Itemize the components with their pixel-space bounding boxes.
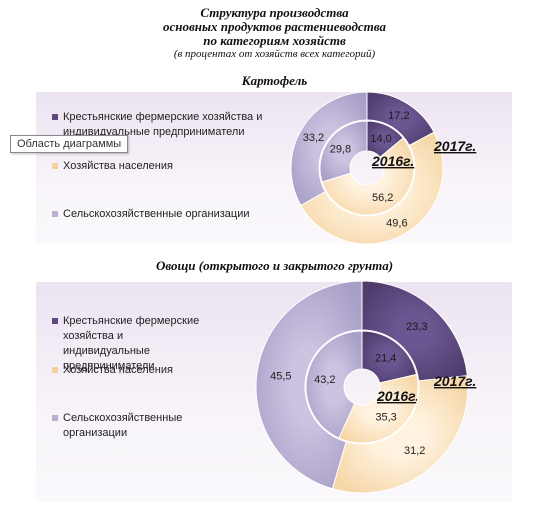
legend-label: Крестьянские фермерские хозяйства и инди… (63, 315, 200, 372)
chart-title-block: Структура производства основных продукто… (0, 6, 549, 61)
vegetables-chart-title: Овощи (открытого и закрытого грунта) (155, 258, 394, 273)
legend-label: Сельскохозяйственные организации (63, 208, 250, 220)
vegetables-legend-item-agri-orgs: Сельскохозяйственные организации (52, 411, 192, 441)
vegetables-legend: Крестьянские фермерские хозяйства и инди… (52, 282, 282, 502)
title-line-3: по категориям хозяйств (203, 33, 346, 48)
potato-legend-item-agri-orgs: Сельскохозяйственные организации (52, 207, 250, 222)
legend-swatch-agri-orgs (52, 211, 58, 217)
vegetables-legend-item-households: Хозяйства населения (52, 363, 173, 378)
legend-label: Хозяйства населения (63, 364, 173, 376)
legend-label: Сельскохозяйственные организации (63, 412, 183, 439)
legend-swatch-farm (52, 318, 58, 324)
legend-swatch-agri-orgs (52, 415, 58, 421)
chart-area-tooltip: Область диаграммы (10, 135, 129, 153)
potato-legend: Крестьянские фермерские хозяйства и инди… (52, 92, 282, 244)
legend-swatch-households (52, 367, 58, 373)
potato-chart-title: Картофель (241, 73, 308, 88)
vegetables-legend-item-farm: Крестьянские фермерские хозяйства и инди… (52, 314, 212, 374)
vegetables-chart-area[interactable]: Крестьянские фермерские хозяйства и инди… (36, 282, 512, 502)
legend-swatch-households (52, 163, 58, 169)
legend-swatch-farm (52, 114, 58, 120)
title-line-2: основных продуктов растениеводства (162, 19, 387, 34)
potato-chart-area[interactable]: Крестьянские фермерские хозяйства и инди… (36, 92, 512, 244)
title-line-1: Структура производства (200, 5, 349, 20)
subtitle: (в процентах от хозяйств всех категорий) (173, 48, 376, 60)
legend-label: Хозяйства населения (63, 160, 173, 172)
potato-legend-item-households: Хозяйства населения (52, 159, 173, 174)
